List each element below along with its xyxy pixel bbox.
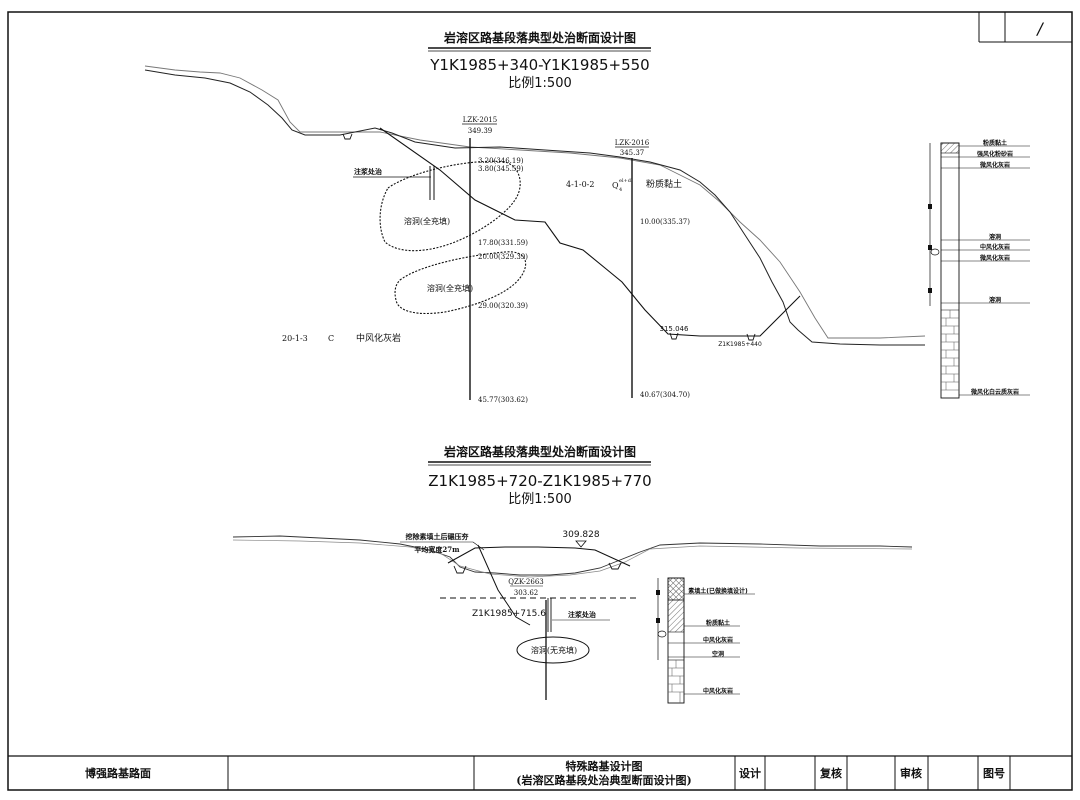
borehole-b-depth-1: 10.00(335.37) [640, 218, 690, 226]
title-block-project: 博强路基路面 [85, 766, 151, 780]
title-block-drawing-title-1: 特殊路基设计图 [566, 759, 643, 773]
column2-legend-3: 中风化灰岩 [703, 636, 733, 644]
section1-design-line [379, 127, 801, 337]
column1-leaders [941, 145, 1030, 396]
borehole-column-2: 素填土(已做换填设计) 粉质黏土 中风化灰岩 空洞 中风化灰岩 [656, 577, 755, 704]
rock-name: 中风化灰岩 [356, 332, 401, 344]
column2-legend-5: 中风化灰岩 [703, 687, 733, 695]
section1-scale: 比例1:500 [508, 76, 571, 91]
column2-legend-1: 素填土(已做换填设计) [687, 587, 748, 595]
title-block: 博强路基路面 特殊路基设计图 (岩溶区路基段处治典型断面设计图) 设计 复核 审… [8, 755, 1072, 790]
cave-2: 溶洞(全充填) [394, 251, 527, 315]
rock-code: 20-1-3 [282, 334, 308, 343]
column1-legend-8: 微风化白云质灰岩 [970, 388, 1019, 396]
section1-header: 岩溶区路基段落典型处治断面设计图 Y1K1985+340-Y1K1985+550… [428, 30, 651, 91]
borehole-a-elevation: 349.39 [468, 127, 493, 135]
section2-header: 岩溶区路基段落典型处治断面设计图 Z1K1985+720-Z1K1985+770… [428, 444, 652, 507]
column1-legend: 粉质黏土 强风化粉砂岩 微风化灰岩 溶洞 中风化灰岩 微风化灰岩 溶洞 微风化白… [970, 139, 1019, 396]
section2-borehole-elev: 303.62 [514, 589, 539, 597]
page-number-box: / [978, 12, 1072, 43]
column1-legend-6: 微风化灰岩 [979, 254, 1010, 262]
title-block-drawing-no: 图号 [983, 767, 1005, 780]
section1-original-ground [144, 65, 926, 339]
section2-grouting: 注浆处治 [552, 610, 610, 621]
cave-1-label: 溶洞(全充填) [404, 216, 450, 226]
borehole-b-depth-2: 40.67(304.70) [640, 391, 690, 399]
column2-legend-2: 粉质黏土 [706, 619, 730, 627]
section2-excavation-line [477, 544, 531, 626]
soil-code: 4-1-0-2 [566, 180, 594, 189]
section2-cave: 溶洞(无充填) [516, 636, 590, 664]
cave-2-label: 溶洞(全充填) [427, 283, 473, 293]
excavation-note-1: 挖除素填土后碾压夯 [406, 532, 470, 541]
section2-ground-surface [232, 535, 913, 576]
section2-excavation-note: 挖除素填土后碾压夯 平均宽度27m [400, 532, 485, 554]
section2-station-range: Z1K1985+720-Z1K1985+770 [428, 472, 651, 490]
section1-station-range: Y1K1985+340-Y1K1985+550 [429, 56, 649, 74]
sheet-frame [7, 11, 1073, 791]
title-block-check: 复核 [819, 766, 842, 780]
title-block-design: 设计 [739, 766, 761, 780]
borehole-b-elevation: 345.37 [620, 149, 645, 157]
soil-symbol: Q [612, 181, 619, 190]
section1-ditch-markers [342, 133, 756, 341]
borehole-a-depth-6: 45.77(303.62) [478, 396, 528, 404]
column2-legend-4: 空洞 [712, 650, 724, 658]
column2-leaders [668, 593, 755, 695]
borehole-b-id: LZK-2016 [615, 139, 650, 147]
title-block-drawing-title-2: (岩溶区路基段处治典型断面设计图) [516, 773, 691, 787]
column1-legend-7: 溶洞 [989, 296, 1001, 304]
section1-grouting: 注浆处治 [353, 166, 435, 200]
column1-legend-1: 粉质黏土 [983, 139, 1007, 147]
column1-legend-4: 溶洞 [989, 233, 1001, 241]
section1-road-station: Z1K1985+440 [718, 341, 762, 348]
section1-road-label: 315.046 Z1K1985+440 [660, 325, 762, 348]
borehole-lzk-2015: LZK-2015 349.39 3.20(346.19) 3.80(345.59… [462, 116, 528, 404]
soil-sup: el+dl [619, 178, 633, 184]
borehole-a-depth-5: 29.00(320.39) [478, 302, 528, 310]
page-number: / [1035, 19, 1044, 38]
section1-road-elev: 315.046 [660, 325, 689, 333]
column1-brick-pattern [941, 310, 959, 391]
column1-legend-2: 强风化粉砂岩 [977, 150, 1013, 158]
borehole-a-depth-1: 3.20(346.19) [478, 157, 524, 165]
column1-ticks [928, 204, 932, 293]
section2-design-line [447, 546, 631, 567]
borehole-qzk-2663: QZK-2663 303.62 Z1K1985+715.6 [472, 578, 552, 700]
excavation-note-2: 平均宽度27m [414, 545, 460, 554]
column2-ticks [656, 590, 660, 623]
soil-name: 粉质黏土 [646, 178, 682, 190]
borehole-a-depth-2: 3.80(345.59) [478, 165, 524, 173]
section2-road-elev: 309.828 [562, 530, 599, 540]
section2-road-label: 309.828 [562, 530, 600, 548]
section2-grouting-label: 注浆处治 [568, 610, 596, 619]
borehole-a-depth-4: 20.00(329.39) [478, 253, 528, 261]
section1-grouting-label: 注浆处治 [354, 167, 382, 176]
section2-cave-label: 溶洞(无充填) [531, 645, 577, 655]
section1-ground-surface [144, 69, 925, 346]
section2-station: Z1K1985+715.6 [472, 609, 546, 619]
title-block-review: 审核 [900, 766, 922, 780]
section2-borehole-id: QZK-2663 [508, 578, 544, 586]
section2-scale: 比例1:500 [508, 492, 571, 507]
column2-brick-pattern [668, 660, 684, 703]
cave-1: 溶洞(全充填) [379, 160, 521, 252]
column1-legend-3: 微风化灰岩 [979, 161, 1010, 169]
borehole-a-depth-3: 17.80(331.59) [478, 239, 528, 247]
section1-soil-label: 4-1-0-2 Q el+dl 4 粉质黏土 [566, 178, 682, 193]
section2-original-ground [232, 539, 913, 578]
borehole-column-1: 粉质黏土 强风化粉砂岩 微风化灰岩 溶洞 中风化灰岩 微风化灰岩 溶洞 微风化白… [928, 139, 1030, 399]
section2-ditch-markers [453, 562, 622, 574]
borehole-lzk-2016: LZK-2016 345.37 10.00(335.37) 40.67(304.… [615, 139, 690, 399]
column2-legend: 素填土(已做换填设计) 粉质黏土 中风化灰岩 空洞 中风化灰岩 [687, 587, 748, 695]
column1-legend-5: 中风化灰岩 [980, 243, 1010, 251]
borehole-a-id: LZK-2015 [463, 116, 497, 124]
rock-symbol: C [328, 334, 334, 343]
section1-title: 岩溶区路基段落典型处治断面设计图 [443, 30, 636, 45]
soil-sub: 4 [619, 187, 622, 193]
section2-title: 岩溶区路基段落典型处治断面设计图 [443, 444, 636, 459]
section1-rock-label: 20-1-3 C 中风化灰岩 [282, 332, 401, 344]
